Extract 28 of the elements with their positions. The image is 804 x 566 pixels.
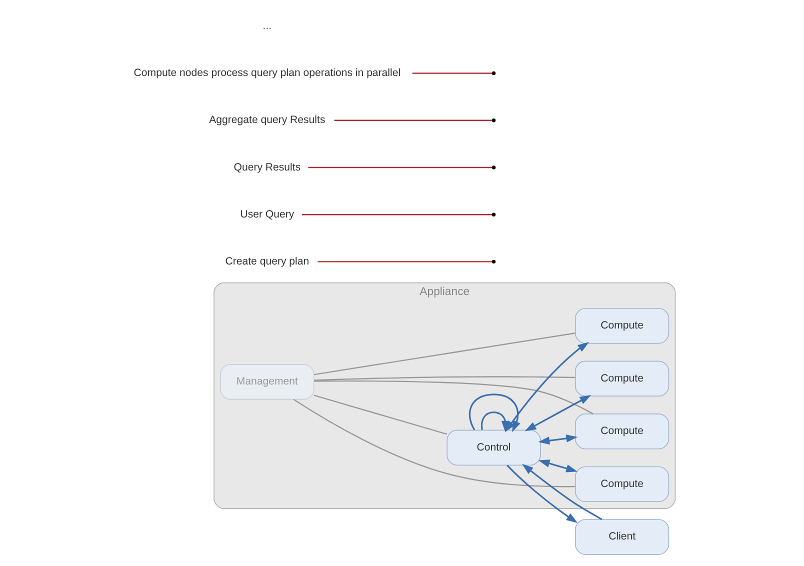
connector xyxy=(318,261,492,262)
node-box: Compute xyxy=(574,308,670,344)
arrow xyxy=(524,395,592,432)
node-box: Client xyxy=(574,519,670,555)
connector xyxy=(334,120,492,121)
node-text: Create query plan xyxy=(225,255,310,268)
node-box: Compute xyxy=(574,414,670,450)
arrow xyxy=(538,434,578,445)
connector xyxy=(314,394,448,435)
node-box: Control xyxy=(446,430,541,466)
connector xyxy=(314,376,576,381)
node-box: Management xyxy=(220,364,314,400)
connector xyxy=(412,72,492,74)
connector xyxy=(293,398,576,488)
connector xyxy=(314,332,576,376)
connector xyxy=(314,380,594,414)
connector xyxy=(302,214,492,216)
node-box: Compute xyxy=(574,466,670,502)
arrow xyxy=(538,460,578,472)
connector xyxy=(308,166,492,168)
node-text: Compute nodes process query plan operations in parallel xyxy=(134,67,401,80)
arrow xyxy=(506,464,578,524)
node-text: Aggregate query Results xyxy=(209,114,326,126)
arrow xyxy=(504,342,590,432)
node-box: Compute xyxy=(574,360,670,396)
label: ... xyxy=(262,20,272,32)
node-text: Query Results xyxy=(234,161,301,174)
node-text: User Query xyxy=(240,208,294,220)
